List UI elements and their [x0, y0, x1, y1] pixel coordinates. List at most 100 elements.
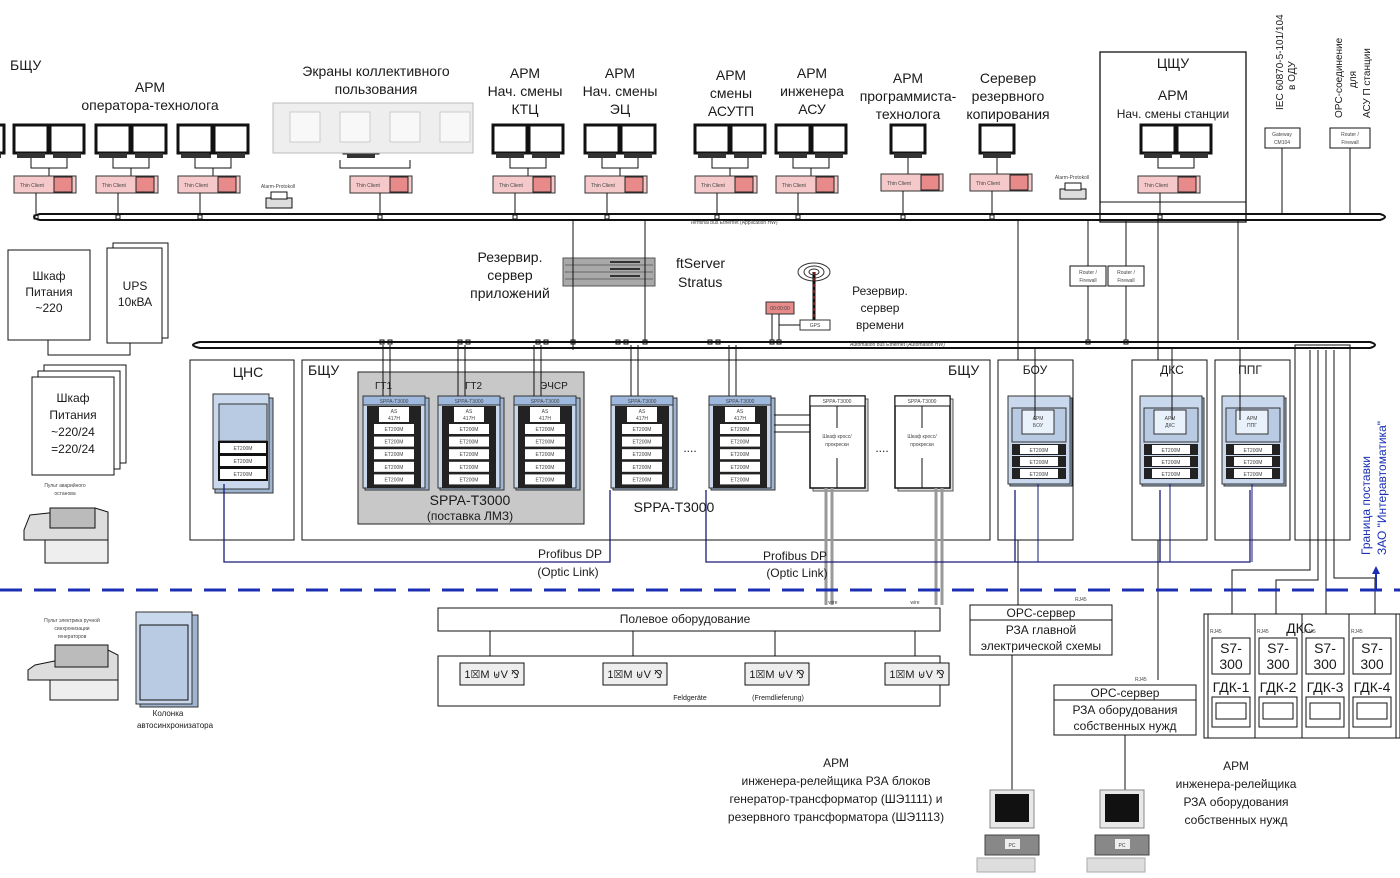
dks-arm-icon	[1153, 409, 1187, 435]
workstation-label-ktc: АРМ	[510, 65, 540, 81]
thin-client: Thin Client	[969, 173, 1033, 192]
monitor-icon	[176, 123, 214, 160]
thin-client: Thin Client	[694, 175, 758, 194]
relay-ws-2-line-3: собственных нужд	[1185, 813, 1288, 827]
workstation-label-backup: копирования	[966, 106, 1049, 122]
monitor-icon	[619, 123, 657, 160]
opc-conn-label-3: АСУ П станции	[1362, 48, 1373, 118]
sync-console-icon	[27, 644, 119, 701]
rj45-label: RJ45	[1257, 629, 1269, 635]
workstation-label-programmer: технолога	[876, 106, 941, 122]
monitor-icon	[583, 123, 621, 160]
thin-client-label: Thin Client	[976, 181, 1001, 187]
power-cab-1-label-3: ~220	[35, 301, 62, 315]
as-label: AS	[737, 409, 744, 415]
fremd-label: (Fremdlieferung)	[752, 695, 804, 702]
sppa-t3000-cabinet: SPPA-T3000AS417HET200MET200MET200MET200M…	[610, 395, 678, 491]
relay-ws-1-line-3: резервного трансформатора (ШЭ1113)	[728, 810, 944, 824]
cns-title: ЦНС	[233, 364, 264, 380]
rj45-label: RJ45	[1135, 677, 1147, 683]
et200m-label: ET200M	[385, 477, 404, 483]
thin-client: Thin Client	[95, 175, 159, 194]
workstation-label-operator: оператора-технолога	[81, 97, 219, 113]
profibus-1-label: Profibus DP	[538, 547, 602, 561]
workstation-label-asutp: смены	[710, 85, 752, 101]
thin-client-label: Thin Client	[591, 183, 616, 189]
bou-arm-label-2: БОУ	[1033, 423, 1044, 429]
cross-cabinet-1: SPPA-T3000 Шкаф кросс/ прокрески	[809, 395, 869, 492]
et200m-label: ET200M	[633, 452, 652, 458]
workstation-label-asu-eng: АСУ	[798, 101, 826, 117]
router-mid-1-label: Router /	[1079, 270, 1097, 276]
opc-conn-label: OPC-соединение	[1334, 37, 1345, 118]
et200m-label: ET200M	[633, 427, 652, 433]
sppa-t3000-cabinet: SPPA-T3000AS417HET200MET200MET200MET200M…	[362, 395, 430, 491]
sync-console-label-3: генераторов	[58, 634, 87, 640]
monitor-icon	[527, 123, 565, 160]
thin-client-label: Thin Client	[356, 183, 381, 189]
et200m-label: ET200M	[633, 440, 652, 446]
plc-label: S7-	[1314, 640, 1336, 656]
router-top-label-2: Firewall	[1341, 140, 1358, 146]
opc-server-1-body-2: электрической схемы	[981, 639, 1101, 653]
power-cab-1-label-2: Питания	[25, 285, 72, 299]
et200m-label: ET200M	[536, 440, 555, 446]
profibus-2-sub: (Optic Link)	[766, 566, 827, 580]
gps-label: GPS	[810, 323, 821, 329]
as-label: AS	[639, 409, 646, 415]
ppg-title: ППГ	[1238, 363, 1262, 377]
as-label: AS	[466, 409, 473, 415]
thin-client: Thin Client	[775, 175, 839, 194]
thin-client-label: Thin Client	[20, 183, 45, 189]
thin-client-label: Thin Client	[701, 183, 726, 189]
clock-label: 00:00:00	[770, 306, 790, 312]
plc-label: S7-	[1267, 640, 1289, 656]
automation-bus-label: Automation bus Ethernet (Automation HW)	[850, 342, 945, 348]
et200m-label: ET200M	[1162, 448, 1181, 454]
emergency-console-label-2: останова	[54, 491, 75, 497]
thin-client: Thin Client	[584, 175, 648, 194]
supply-boundary-label: Граница поставки	[1359, 456, 1373, 555]
opc-server-2-body-2: собственных нужд	[1074, 719, 1177, 733]
thin-client-label: Thin Client	[499, 183, 524, 189]
app-server-label: Резервир.	[478, 249, 543, 265]
app-server-label-3: приложений	[470, 285, 550, 301]
thin-client-label: Thin Client	[887, 181, 912, 187]
sppa-label: SPPA-T3000	[531, 399, 560, 405]
sppa-label: SPPA-T3000	[628, 399, 657, 405]
bshu-top-label: БЩУ	[10, 57, 41, 73]
opc-conn-label-2: для	[1348, 71, 1359, 88]
opc-server-2-body: РЗА оборудования	[1072, 703, 1177, 717]
workstation-label-ec: АРМ	[605, 65, 635, 81]
thin-client: Thin Client	[349, 175, 413, 194]
rj45-label: RJ45	[1304, 629, 1316, 635]
field-device-glyphs: 1☒M ⊎V ⅋	[889, 669, 944, 681]
sppa-label: SPPA-T3000	[726, 399, 755, 405]
et200m-label: ET200M	[385, 427, 404, 433]
ftserver-label-2: Stratus	[678, 274, 722, 290]
opc-server-1	[969, 604, 1113, 656]
gdk-panel	[1262, 702, 1294, 720]
gateway-label: Gateway	[1272, 132, 1292, 138]
field-equipment-box	[437, 607, 941, 632]
as-label-2: 417H	[463, 416, 475, 422]
lmz-unit-label: ЭЧСР	[540, 381, 568, 392]
workstation-label-ec: ЭЦ	[610, 101, 631, 117]
ppg-arm-icon	[1235, 409, 1269, 435]
gps-antenna-icon	[797, 262, 831, 320]
supply-boundary-label-2: ЗАО "Интеравтоматика"	[1375, 421, 1389, 555]
thin-client: Thin Client	[492, 175, 556, 194]
app-server-label-2: сервер	[487, 267, 533, 283]
bou-arm-icon	[1021, 409, 1055, 435]
workstation-label-asu-eng: инженера	[780, 83, 844, 99]
gdk-name: ГДК-1	[1213, 679, 1250, 695]
sppa-label: SPPA-T3000	[455, 399, 484, 405]
relay-ws-1-line: инженера-релейщика РЗА блоков	[741, 774, 930, 788]
relay-ws-2-title: АРМ	[1223, 759, 1249, 773]
et200m-label: ET200M	[536, 427, 555, 433]
printer-label: Alarm-Protokoll	[1055, 175, 1089, 181]
opc-server-2-header: OPC-сервер	[1091, 686, 1160, 700]
gdk-name: ГДК-4	[1354, 679, 1391, 695]
sppa-label: SPPA-T3000	[380, 399, 409, 405]
